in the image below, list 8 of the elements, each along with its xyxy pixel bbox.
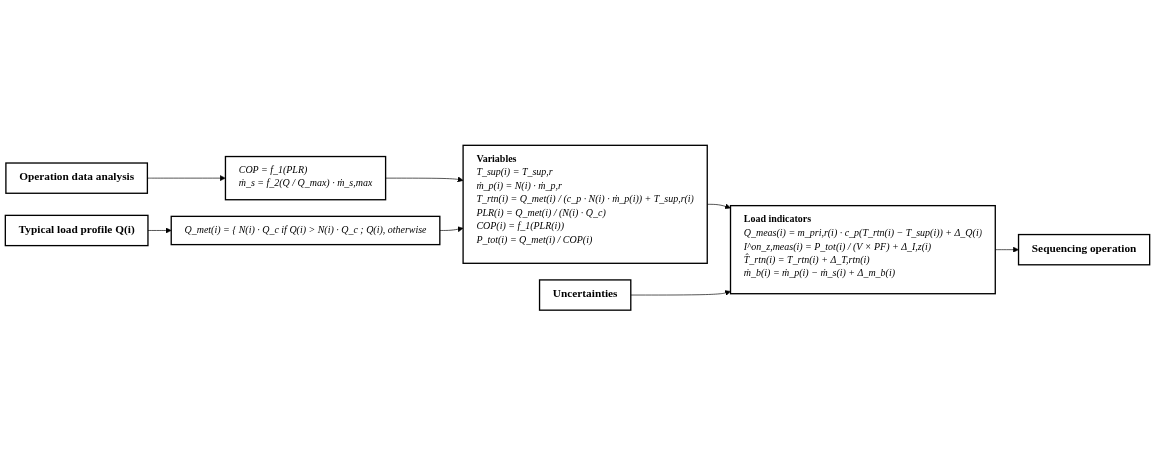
node-box: Load indicators Q_meas(i) = m_pri,r(i) · c_p(T_rtn(i) − T_sup(i)) + Δ_Q(i) I^on_z,meas(i) = P_tot(i) / (V × PF) + Δ_I,z(i) T̂_rtn(i) = T_rtn(i) + Δ_T,rtn(i) ṁ_b(i) = ṁ_p(i) − ṁ_s(i) + Δ_m_b(i): [729, 204, 996, 295]
node-box: COP = f_1(PLR) ṁ_s = f_2(Q / Q_max) · ṁ_s,max: [224, 155, 387, 201]
node-box: Sequencing operation: [1017, 233, 1151, 266]
node-box: Q_met(i) = { N(i) · Q_c if Q(i) > N(i) · Q_c ; Q(i), otherwise: [170, 215, 441, 246]
node-box: Variables T_sup(i) = T_sup,r ṁ_p(i) = N(i) · ṁ_p,r T_rtn(i) = Q_met(i) / (c_p · N(i) · ṁ_p(i)) + T_sup,r(i) PLR(i) = Q_met(i) / (N(i) · Q_c) COP(i) = f_1(PLR(i)) P_tot(i) = Q_met(i) / COP(i): [462, 144, 708, 264]
node-box: Operation data analysis: [5, 162, 149, 194]
node-box: Uncertainties: [538, 279, 632, 311]
node-box: Typical load profile Q(i): [4, 214, 149, 247]
